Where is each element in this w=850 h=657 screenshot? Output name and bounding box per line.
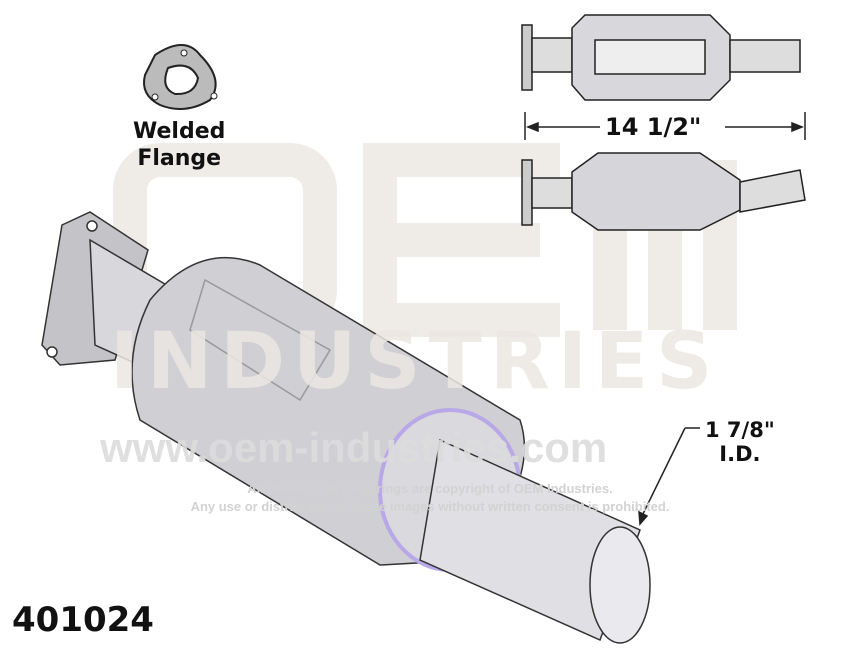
copyright-line-1: All photos and renderings are copyright … [247, 481, 613, 496]
main-converter-drawing [41, 211, 651, 644]
top-view-drawing [521, 14, 801, 101]
diameter-leader [638, 427, 700, 526]
diameter-label: 1 7/8" I.D. [705, 418, 775, 466]
watermark-url: www.oem-industries.com [100, 424, 608, 471]
side-view-drawing [521, 152, 806, 231]
flange-icon [143, 44, 218, 110]
flange-label-line-1: Welded [133, 119, 226, 144]
diameter-unit: I.D. [719, 442, 761, 466]
diameter-value: 1 7/8" [705, 418, 775, 442]
flange-label-line-2: Flange [137, 146, 222, 171]
dimension-line [524, 112, 806, 140]
copyright-line-2: Any use or distribution of these images … [190, 499, 670, 514]
part-number: 401024 [12, 600, 154, 640]
watermark-industries: INDUSTRIES [110, 317, 721, 407]
flange-label: Welded Flange [133, 118, 225, 172]
length-dimension: 14 1/2" [605, 113, 702, 141]
